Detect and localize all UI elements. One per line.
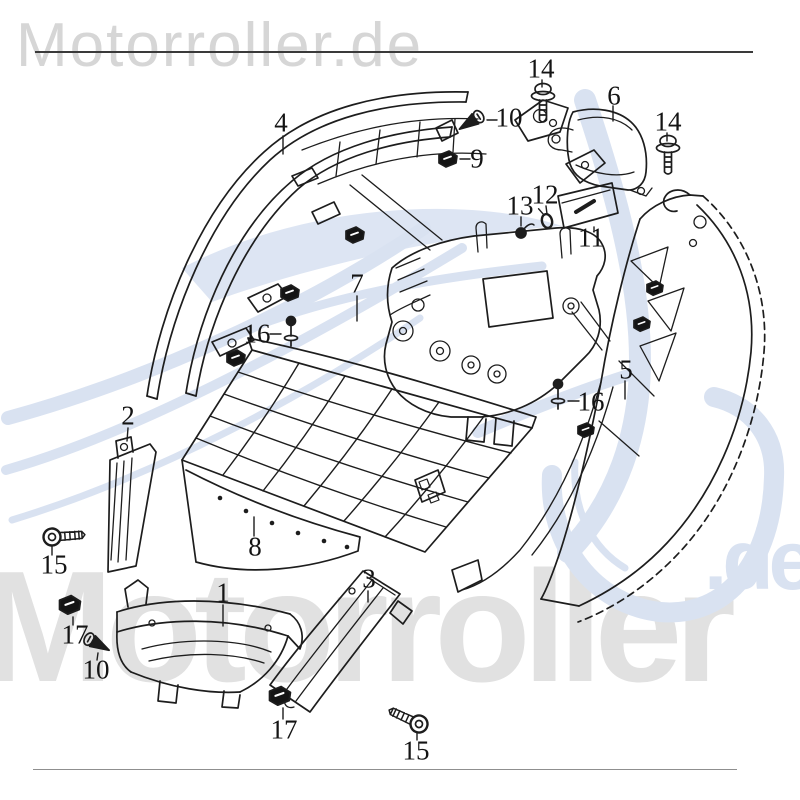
swoosh-watermark-graphic <box>1 89 785 623</box>
part-label-5: 5 <box>619 354 633 385</box>
bolt-15-icon <box>42 527 86 547</box>
clip-icon <box>577 422 595 439</box>
screw-10-icon <box>83 632 110 652</box>
part-label-13: 13 <box>506 190 534 221</box>
part-label-6: 6 <box>607 80 621 111</box>
part-label-12: 12 <box>531 179 559 210</box>
part-3-center-strip <box>269 570 413 713</box>
part-label-2: 2 <box>121 400 135 431</box>
clip-9-icon <box>438 150 458 168</box>
grommet-13-icon <box>515 223 535 239</box>
part-label-1: 1 <box>216 577 230 608</box>
part-label-7: 7 <box>350 268 364 299</box>
part-2-pillar-cover <box>107 436 157 573</box>
part-11-reflector <box>557 182 619 229</box>
part-label-10: 10 <box>82 654 110 685</box>
part-label-14: 14 <box>527 53 555 84</box>
clip-icon <box>226 349 246 367</box>
bolt-14-icon <box>530 82 556 123</box>
part-8-floor-panel <box>181 337 537 571</box>
clip-icon <box>345 226 365 244</box>
brand-watermark-top: Motorroller.de <box>16 11 424 80</box>
part-label-11: 11 <box>578 222 604 253</box>
bolt-14-icon <box>655 134 681 175</box>
clip-17-icon <box>268 685 292 707</box>
part-label-14: 14 <box>654 106 682 137</box>
rivet-16-icon <box>550 378 566 410</box>
part-label-15: 15 <box>40 549 68 580</box>
clip-icon <box>633 316 651 333</box>
grommet-12-icon <box>537 208 554 230</box>
part-label-16: 16 <box>577 386 605 417</box>
part-1-front-lower-cover <box>116 579 303 709</box>
clip-17-icon <box>58 594 82 616</box>
part-label-16: 16 <box>243 318 271 349</box>
header-rule <box>35 51 753 53</box>
part-label-3: 3 <box>362 563 376 594</box>
clip-icon <box>646 280 664 297</box>
part-6-cover <box>547 108 653 197</box>
clip-icon <box>280 284 300 302</box>
leader-lines <box>51 79 668 741</box>
part-label-9: 9 <box>470 143 484 174</box>
part-label-17: 17 <box>61 619 89 650</box>
part-7-bracket-panel <box>383 221 611 447</box>
part-label-8: 8 <box>248 531 262 562</box>
part-4-rear-fairing-left <box>146 91 606 400</box>
part-label-4: 4 <box>274 107 288 138</box>
screw-10-icon <box>458 109 485 131</box>
part-label-17: 17 <box>270 714 298 745</box>
footer-rule <box>33 769 737 770</box>
part-label-10: 10 <box>495 102 523 133</box>
part-label-15: 15 <box>402 735 430 766</box>
rivet-16-icon <box>283 315 299 347</box>
bolt-15-icon <box>388 707 429 734</box>
